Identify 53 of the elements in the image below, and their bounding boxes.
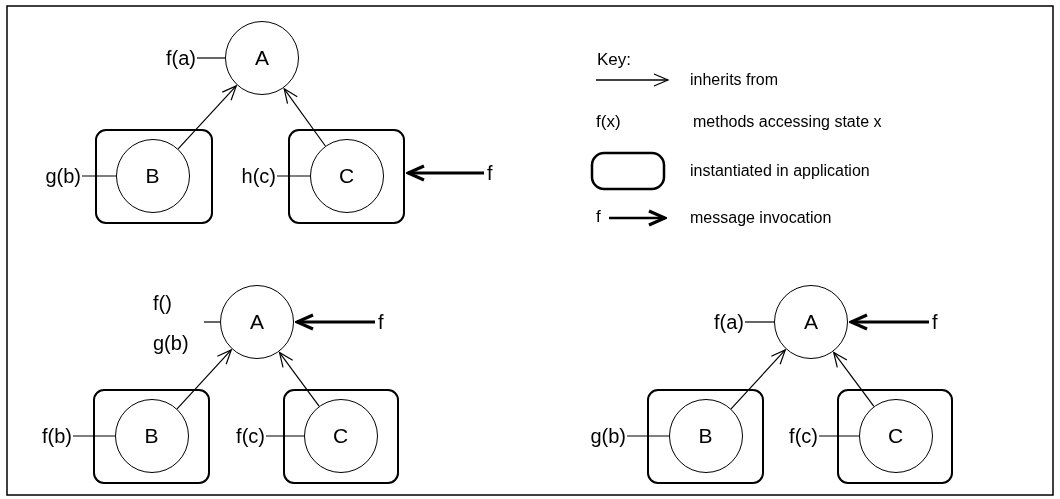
message-label: f [487,161,493,185]
instance-box [283,389,399,484]
class-circle: B [114,398,189,473]
connector-line [276,175,311,177]
method-label: f() [153,292,173,314]
key-sample-label: f [596,207,601,227]
class-circle: C [303,398,378,473]
connector-line [196,57,226,59]
class-circle: C [309,138,384,213]
legend-text: methods accessing state x [693,112,882,132]
instance-box [93,389,210,484]
method-label: f(a) [126,46,196,70]
instance-box [288,129,405,224]
method-label: f(c) [748,424,818,448]
inheritance-arrow [278,352,320,407]
inheritance-arrow [176,349,232,410]
connector-line [81,175,117,177]
connector-line [818,435,860,437]
class-circle: A [774,285,848,359]
message-arrow [295,313,375,331]
inheritance-arrow [283,88,326,147]
inheritance-arrow [833,351,875,407]
message-arrow [406,164,484,182]
method-label: f(c) [195,424,265,448]
class-circle: C [858,398,933,473]
key-title: Key: [597,50,632,70]
inheritance-arrow [730,349,786,410]
method-label: g(b) [556,424,626,448]
message-arrow [849,313,929,331]
legend-text: inherits from [690,70,779,90]
instance-box [95,129,213,224]
connector-line [626,435,670,437]
legend-text: message invocation [690,208,832,228]
instance-box [647,389,764,484]
inheritance-arrow [177,85,237,150]
legend-text: instantiated in application [690,161,870,181]
message-label: f [932,310,938,334]
method-label: g(b) [153,332,190,354]
method-label: h(c) [206,164,276,188]
connector-line [72,435,116,437]
key-sample-label: f(x) [596,112,621,132]
class-circle: A [225,21,299,95]
method-label: f(a) [674,310,744,334]
class-circle: B [668,398,743,473]
method-label: f(b) [2,424,72,448]
instance-box [837,389,953,484]
class-circle: A [220,285,294,359]
method-label: g(b) [11,164,81,188]
connector-line [744,321,775,323]
connector-line [203,321,221,323]
class-circle: B [115,138,190,213]
connector-line [265,435,305,437]
message-label: f [378,310,384,334]
